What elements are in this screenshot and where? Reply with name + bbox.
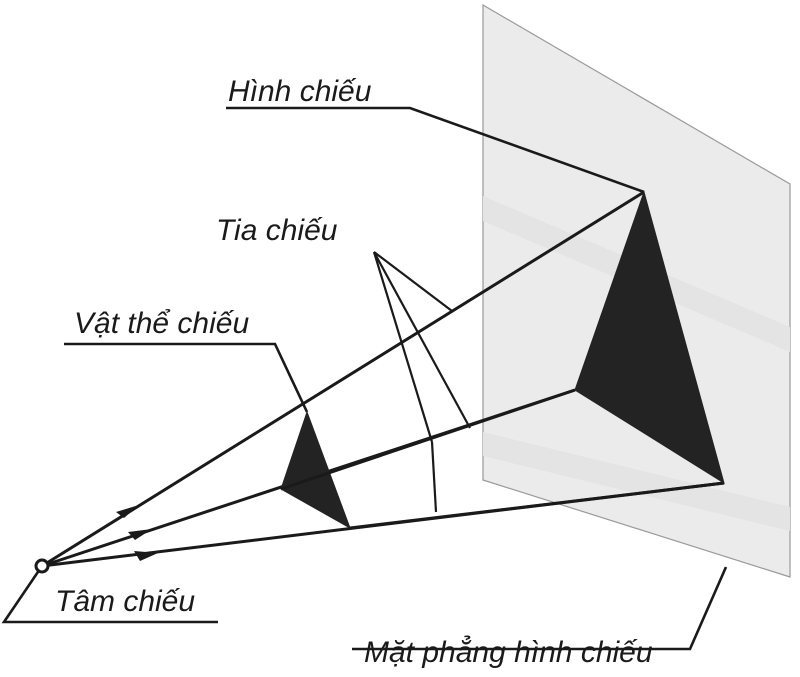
label-projection-image: Hình chiếu xyxy=(228,75,372,108)
ray-label-leader-fan xyxy=(372,251,471,513)
plane-label-leader xyxy=(352,566,728,651)
object-to-image-edge-left xyxy=(280,388,576,491)
label-projection-ray: Tia chiếu xyxy=(216,214,338,247)
label-projection-plane: Mặt phẳng hình chiếu xyxy=(364,635,653,669)
object-to-image-edge-bottom xyxy=(349,481,725,530)
center-label-leader-path xyxy=(1,565,218,624)
projection-plane-highlight-band-lower xyxy=(483,432,790,531)
label-projected-object: Vật thể chiếu xyxy=(74,307,249,340)
label-projection-center: Tâm chiếu xyxy=(55,585,195,618)
ray-arrowhead-middle xyxy=(128,529,152,540)
object-label-leader xyxy=(64,342,309,413)
projected-image-triangle-face xyxy=(574,190,725,485)
projection-ray-top xyxy=(41,190,645,568)
ray-leader-long xyxy=(372,251,434,443)
ray-leader-long-tail xyxy=(430,441,438,513)
projected-image-triangle xyxy=(574,190,725,485)
ray-arrowhead-bottom xyxy=(134,551,158,561)
image-label-leader-path xyxy=(226,106,645,194)
object-label-leader-path xyxy=(64,342,309,413)
correspondence-edges xyxy=(280,388,725,530)
ray-arrowhead-top xyxy=(116,505,139,518)
image-label-leader xyxy=(226,106,645,194)
object-triangle-face xyxy=(280,410,351,530)
ray-leader-short xyxy=(373,251,453,312)
plane-label-leader-path xyxy=(352,566,728,651)
ray-leader-middle xyxy=(373,251,471,429)
projection-center-point xyxy=(34,558,50,574)
object-triangle xyxy=(280,410,351,530)
projection-center xyxy=(1,558,218,624)
